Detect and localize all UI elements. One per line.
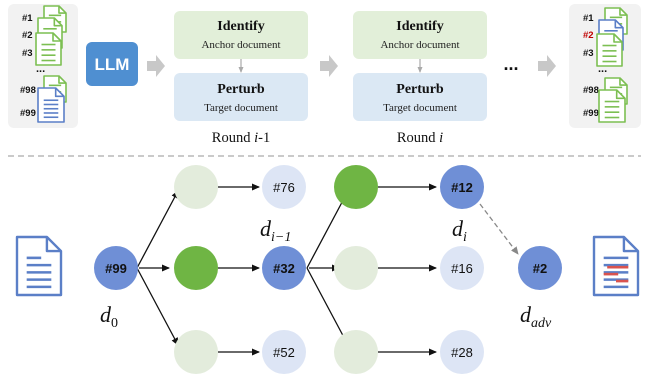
math-labels: d0 di−1 di dadv bbox=[100, 216, 552, 331]
node-label: #2 bbox=[533, 261, 547, 276]
dashed-edge-to-adv bbox=[479, 203, 519, 255]
adversarial-document-icon bbox=[592, 235, 640, 297]
document-icon bbox=[596, 33, 623, 67]
tree-edges bbox=[136, 183, 437, 356]
node-anchor-candidate bbox=[174, 330, 218, 374]
label-d0: d0 bbox=[100, 302, 118, 331]
document-icon bbox=[35, 32, 62, 66]
node-anchor-selected bbox=[334, 165, 378, 209]
document-icon bbox=[598, 89, 626, 123]
perturb-subtitle: Target document bbox=[204, 102, 278, 114]
perturb-title: Perturb bbox=[396, 82, 444, 97]
rank-label: #99 bbox=[20, 108, 36, 119]
round-label: Round i bbox=[397, 130, 443, 146]
node-label: #12 bbox=[451, 180, 473, 195]
label-d-adv: dadv bbox=[520, 302, 552, 331]
node-adversarial bbox=[518, 246, 562, 290]
document-icons bbox=[15, 5, 640, 297]
rounds-ellipsis: ... bbox=[503, 54, 518, 74]
node-label: #32 bbox=[273, 261, 295, 276]
node-label: #99 bbox=[105, 261, 127, 276]
llm-label: LLM bbox=[95, 55, 130, 74]
rank-label: #3 bbox=[22, 48, 33, 59]
rank-label: #3 bbox=[583, 48, 594, 59]
identify-subtitle: Anchor document bbox=[380, 39, 459, 51]
rank-label: #2 bbox=[22, 30, 33, 41]
node-target bbox=[262, 330, 306, 374]
flow-arrow bbox=[147, 55, 165, 77]
flow-arrow bbox=[538, 55, 556, 77]
node-label: #52 bbox=[273, 345, 295, 360]
identify-title: Identify bbox=[396, 19, 443, 34]
node-target bbox=[440, 330, 484, 374]
target-document-icon bbox=[15, 235, 63, 297]
edge bbox=[306, 267, 349, 346]
flow-arrow bbox=[320, 55, 338, 77]
node-label: #76 bbox=[273, 180, 295, 195]
node-label: #28 bbox=[451, 345, 473, 360]
node-anchor-candidate bbox=[334, 246, 378, 290]
rank-ellipsis: ... bbox=[598, 63, 607, 75]
edge bbox=[306, 190, 349, 269]
perturb-subtitle: Target document bbox=[383, 102, 457, 114]
rank-label: #99 bbox=[583, 108, 599, 119]
round-label: Round i-1 bbox=[212, 130, 270, 146]
label-d-i: di bbox=[452, 216, 467, 245]
rank-label-promoted: #2 bbox=[583, 30, 594, 41]
identify-title: Identify bbox=[217, 19, 264, 34]
node-start bbox=[94, 246, 138, 290]
identify-subtitle: Anchor document bbox=[201, 39, 280, 51]
tree-nodes: #99 #76 #32 #52 #12 #16 #28 #2 bbox=[94, 165, 562, 374]
rank-ellipsis: ... bbox=[36, 63, 45, 75]
node-label: #16 bbox=[451, 261, 473, 276]
node-target bbox=[440, 246, 484, 290]
rank-label: #98 bbox=[583, 85, 599, 96]
node-anchor-selected bbox=[174, 246, 218, 290]
node-anchor-candidate bbox=[334, 330, 378, 374]
round-block: Identify Anchor document Perturb Target … bbox=[353, 11, 487, 146]
edge bbox=[136, 267, 179, 346]
llm-box: LLM bbox=[86, 42, 138, 86]
document-icon bbox=[37, 87, 65, 123]
rank-label: #1 bbox=[22, 13, 33, 24]
rank-label: #1 bbox=[583, 13, 594, 24]
flow-arrows bbox=[147, 55, 556, 77]
round-block: Identify Anchor document Perturb Target … bbox=[174, 11, 308, 146]
node-target-selected bbox=[440, 165, 484, 209]
rank-label: #98 bbox=[20, 85, 36, 96]
perturb-title: Perturb bbox=[217, 82, 265, 97]
node-anchor-candidate bbox=[174, 165, 218, 209]
label-d-i-minus-1: di−1 bbox=[260, 216, 291, 245]
node-target bbox=[262, 165, 306, 209]
node-target-selected bbox=[262, 246, 306, 290]
edge bbox=[136, 190, 179, 269]
